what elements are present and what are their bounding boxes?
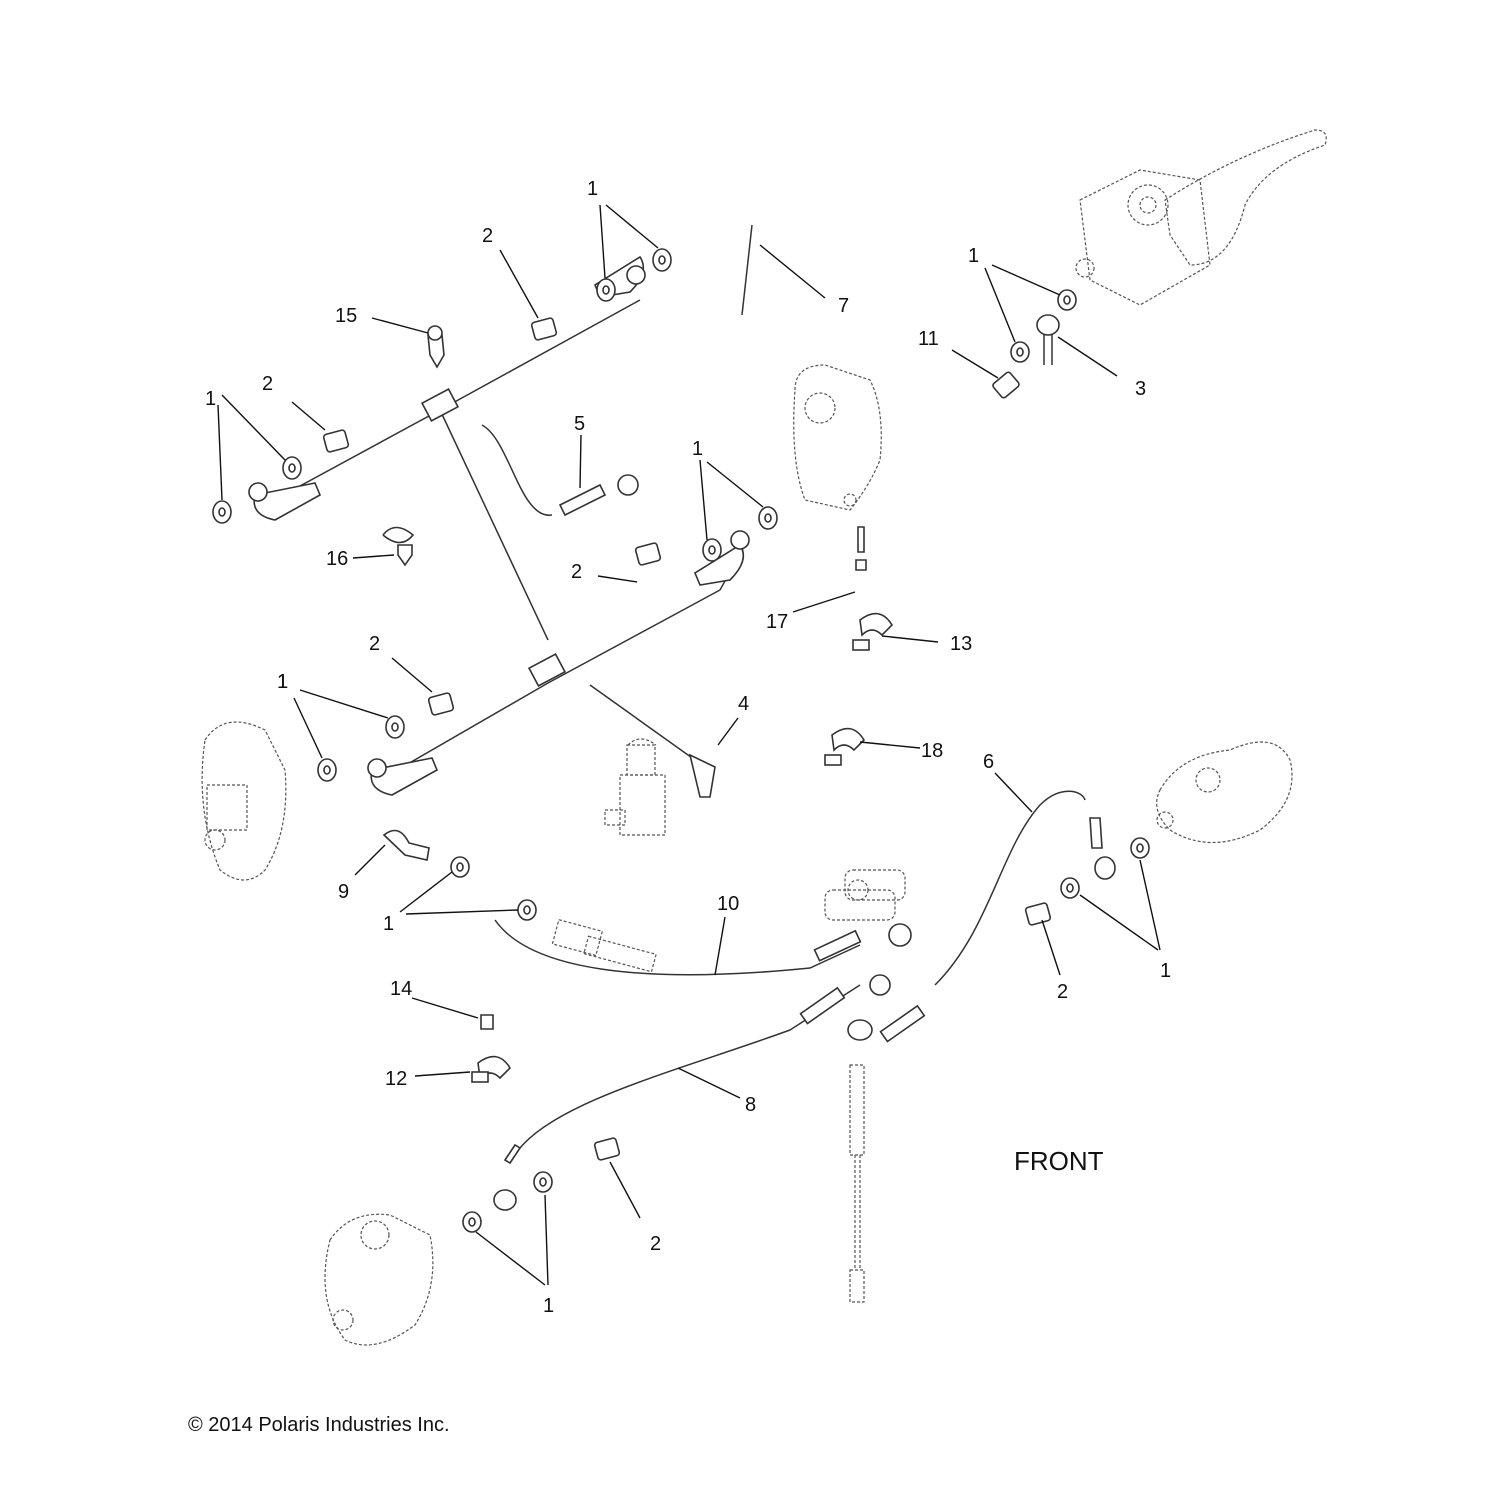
callout-9: 9 — [338, 881, 349, 903]
caliper-lower-left — [324, 1213, 434, 1346]
callout-1: 1 — [205, 388, 216, 410]
callout-12: 12 — [385, 1068, 407, 1090]
rear-brake-hose — [494, 918, 912, 976]
callout-1: 1 — [383, 913, 394, 935]
banjo-bolts — [322, 224, 1052, 1161]
leader-lines — [217, 204, 1161, 1286]
callout-2: 2 — [650, 1233, 661, 1255]
callout-13: 13 — [950, 633, 972, 655]
lower-brake-lines — [493, 790, 1116, 1211]
callout-1: 1 — [692, 438, 703, 460]
middle-brake-line — [367, 530, 750, 798]
callout-15: 15 — [335, 305, 357, 327]
callout-8: 8 — [745, 1094, 756, 1116]
callout-1: 1 — [543, 1295, 554, 1317]
front-master-cylinder-lever — [1075, 129, 1327, 306]
callout-1: 1 — [277, 671, 288, 693]
rear-master-cylinder — [824, 869, 906, 921]
callout-17: 17 — [766, 611, 788, 633]
upper-brake-line — [248, 255, 646, 641]
callout-1: 1 — [968, 245, 979, 267]
callout-5: 5 — [574, 413, 585, 435]
callout-2: 2 — [369, 633, 380, 655]
callout-18: 18 — [921, 740, 943, 762]
callout-16: 16 — [326, 548, 348, 570]
callout-10: 10 — [717, 893, 739, 915]
callout-labels: 1 2 15 1 2 1 7 1 11 3 5 16 1 2 17 13 2 1… — [205, 178, 1171, 1317]
callout-2: 2 — [1057, 981, 1068, 1003]
callout-6: 6 — [983, 751, 994, 773]
callout-1: 1 — [277, 671, 288, 693]
hose-clamps — [471, 612, 894, 1083]
callout-4: 4 — [738, 693, 749, 715]
caliper-upper-right — [793, 364, 882, 511]
callout-1: 1 — [1160, 960, 1171, 982]
caliper-right — [1156, 741, 1293, 844]
caliper-left — [201, 721, 287, 881]
proportioning-valve — [604, 738, 666, 836]
callout-1: 1 — [587, 178, 598, 200]
callout-11: 11 — [918, 328, 939, 350]
parts-drawing — [201, 129, 1327, 1346]
callout-14: 14 — [390, 978, 412, 1000]
callout-2: 2 — [571, 561, 582, 583]
callout-2: 2 — [262, 373, 273, 395]
copyright-notice: © 2014 Polaris Industries Inc. — [188, 1414, 450, 1436]
callout-7: 7 — [838, 295, 849, 317]
washers — [212, 248, 1150, 1233]
callout-3: 3 — [1135, 378, 1146, 400]
callout-2: 2 — [482, 225, 493, 247]
front-orientation-label: FRONT — [1014, 1146, 1104, 1176]
vertical-line — [849, 1064, 865, 1303]
